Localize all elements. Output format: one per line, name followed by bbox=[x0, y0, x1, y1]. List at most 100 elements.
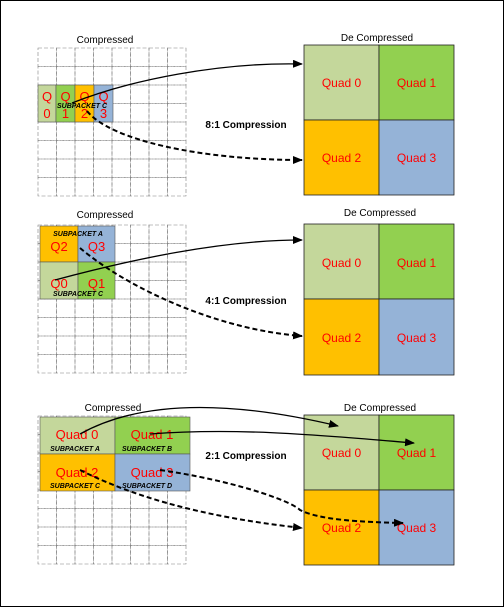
subpacket-c-label: SUBPACKET C bbox=[53, 291, 104, 298]
grid-cell bbox=[167, 224, 187, 244]
grid-cell bbox=[56, 335, 76, 355]
grid-cell bbox=[74, 47, 94, 67]
grid-cell bbox=[148, 140, 168, 160]
grid-cell bbox=[111, 280, 131, 300]
grid-cell bbox=[56, 298, 76, 318]
compressed-cell-q2 bbox=[39, 225, 79, 263]
grid-cell bbox=[93, 298, 113, 318]
cell-q3-line2: 3 bbox=[100, 106, 107, 121]
grid-cell bbox=[56, 121, 76, 141]
grid-cell bbox=[74, 158, 94, 178]
arrow-solid bbox=[71, 59, 303, 104]
grid-cell bbox=[148, 47, 168, 67]
cell-quad0-text: Quad 0 bbox=[56, 427, 99, 442]
arrow-dashed-quad2 bbox=[79, 469, 303, 531]
grid-cell bbox=[93, 47, 113, 67]
decompressed-quad-1 bbox=[378, 223, 455, 300]
grid-cell bbox=[167, 66, 187, 86]
grid-cell bbox=[111, 224, 131, 244]
grid-cell bbox=[167, 47, 187, 67]
grid-cell bbox=[148, 489, 168, 509]
grid-cell bbox=[37, 508, 57, 528]
grid-cell bbox=[167, 261, 187, 281]
grid-cell bbox=[93, 317, 113, 337]
cell-q1-text: Q1 bbox=[88, 276, 105, 291]
subpacket-a-label: SUBPACKET A bbox=[53, 231, 103, 238]
grid-cell bbox=[111, 545, 131, 565]
grid-cell bbox=[130, 103, 150, 123]
grid-cell bbox=[130, 508, 150, 528]
grid-cell bbox=[148, 84, 168, 104]
grid-cell bbox=[148, 354, 168, 374]
grid-cell bbox=[130, 526, 150, 546]
subpacket-label: SUBPACKET C bbox=[57, 103, 108, 110]
arrow-dashed bbox=[86, 110, 303, 164]
arrow-solid bbox=[54, 236, 303, 281]
grid-cell bbox=[56, 317, 76, 337]
grid-cell bbox=[56, 545, 76, 565]
cell-q2-text: Q2 bbox=[50, 239, 67, 254]
subpacket-b-label: SUBPACKET B bbox=[122, 446, 172, 453]
decompressed-quad-0 bbox=[303, 44, 380, 121]
subpacket-a-label: SUBPACKET A bbox=[50, 446, 100, 453]
arrow-dashed bbox=[79, 247, 303, 340]
grid-cell bbox=[93, 335, 113, 355]
decompressed-quad-3 bbox=[378, 119, 455, 196]
compressed-cell-q3 bbox=[93, 84, 114, 123]
grid-cell bbox=[130, 224, 150, 244]
decompressed-quad-2 bbox=[303, 119, 380, 196]
grid-cell bbox=[148, 280, 168, 300]
grid-cell bbox=[37, 158, 57, 178]
panel-4-to-1: Compressed Q2 Q3 Q0 Q1 SUBPACKET A SUBPA… bbox=[37, 208, 455, 376]
grid-cell bbox=[74, 298, 94, 318]
grid-cell bbox=[130, 335, 150, 355]
grid-cell bbox=[148, 121, 168, 141]
decompressed-quad-3 bbox=[378, 489, 455, 566]
grid-cell bbox=[93, 177, 113, 197]
grid-cell bbox=[111, 140, 131, 160]
grid-cell bbox=[111, 526, 131, 546]
cell-q2-line2: 2 bbox=[81, 106, 88, 121]
grid-cell bbox=[130, 66, 150, 86]
compressed-title: Compressed bbox=[77, 35, 134, 46]
decompressed-quad-0 bbox=[303, 414, 380, 491]
decompressed-quad-2 bbox=[303, 298, 380, 376]
grid-cell bbox=[74, 545, 94, 565]
grid-cell bbox=[167, 354, 187, 374]
panel-2-to-1: Compressed Quad 0 Quad 1 Quad 2 Quad 3 S… bbox=[37, 403, 455, 566]
quad-1-label: Quad 1 bbox=[397, 76, 437, 90]
grid-cell bbox=[56, 177, 76, 197]
cell-q1-line1: Q bbox=[60, 89, 70, 104]
grid-cell bbox=[148, 261, 168, 281]
quad-0-label: Quad 0 bbox=[322, 256, 362, 270]
grid-cell bbox=[148, 335, 168, 355]
grid-cell bbox=[167, 177, 187, 197]
grid-cell bbox=[167, 243, 187, 263]
quad-2-label: Quad 2 bbox=[322, 151, 362, 165]
grid-cell bbox=[148, 508, 168, 528]
grid-cell bbox=[167, 103, 187, 123]
grid-cell bbox=[37, 177, 57, 197]
grid-cell bbox=[74, 317, 94, 337]
grid-cell bbox=[37, 317, 57, 337]
cell-quad3-text: Quad 3 bbox=[131, 465, 174, 480]
subpacket-d-label: SUBPACKET D bbox=[122, 483, 172, 490]
grid-cell bbox=[111, 354, 131, 374]
grid-cell bbox=[111, 508, 131, 528]
grid-cell bbox=[111, 84, 131, 104]
decompressed-quad-0 bbox=[303, 223, 380, 300]
cell-q1-line2: 1 bbox=[62, 106, 69, 121]
grid-cell bbox=[167, 158, 187, 178]
compressed-title: Compressed bbox=[85, 403, 142, 414]
grid-cell bbox=[148, 224, 168, 244]
cell-q3-line1: Q bbox=[98, 89, 108, 104]
grid-cell bbox=[111, 47, 131, 67]
grid-cell bbox=[74, 335, 94, 355]
compressed-cell-quad2 bbox=[39, 453, 116, 492]
grid-cell bbox=[56, 526, 76, 546]
quad-1-label: Quad 1 bbox=[397, 446, 437, 460]
quad-3-label: Quad 3 bbox=[397, 151, 437, 165]
grid-cell bbox=[56, 47, 76, 67]
grid-cell bbox=[74, 66, 94, 86]
grid-cell bbox=[148, 66, 168, 86]
